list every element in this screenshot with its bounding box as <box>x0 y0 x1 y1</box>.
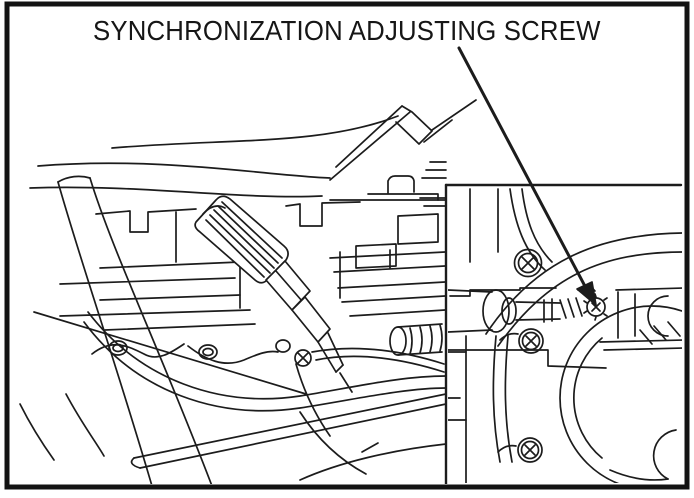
sync-adjusting-screw <box>583 293 608 321</box>
screwdriver <box>194 195 353 393</box>
phillips-screw-main <box>294 349 312 367</box>
engine-block-lines <box>59 161 447 331</box>
figure-caption: SYNCHRONIZATION ADJUSTING SCREW <box>93 15 601 46</box>
linkage-and-hoses <box>33 311 447 481</box>
arrowhead-icon <box>576 281 597 306</box>
phillips-screw-flange-top <box>518 328 544 354</box>
phillips-screw-flange-bottom <box>517 437 543 463</box>
left-frame-band <box>19 175 213 484</box>
phillips-screw-top <box>513 248 543 278</box>
inset-panel <box>444 183 683 484</box>
vacuum-chamber-circle <box>559 305 682 483</box>
callout-arrow <box>457 46 597 306</box>
frame-tank-lines <box>29 99 477 198</box>
figure-border <box>4 1 690 490</box>
